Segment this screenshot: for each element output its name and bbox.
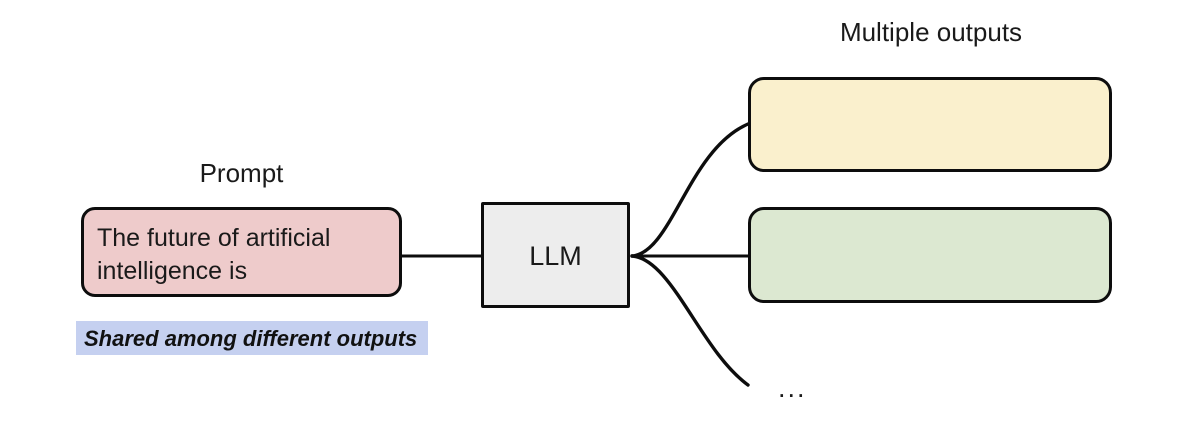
edge-llm-to-output-1	[630, 122, 750, 258]
prompt-caption: Prompt	[199, 158, 284, 188]
llm-label: LLM	[529, 241, 582, 271]
shared-note-text: Shared among different outputs	[84, 326, 418, 351]
shared-note-highlight	[76, 321, 428, 355]
prompt-text: The future of artificial intelligence is	[97, 224, 331, 285]
multiple-outputs-caption: Multiple outputs	[839, 17, 1023, 47]
llm-box[interactable]	[481, 202, 630, 308]
prompt-box[interactable]	[81, 207, 402, 297]
output-box-1[interactable]	[748, 77, 1112, 172]
edge-llm-to-ellipsis	[630, 254, 750, 387]
ellipsis-label: ...	[778, 373, 807, 403]
output-box-2[interactable]	[748, 207, 1112, 303]
